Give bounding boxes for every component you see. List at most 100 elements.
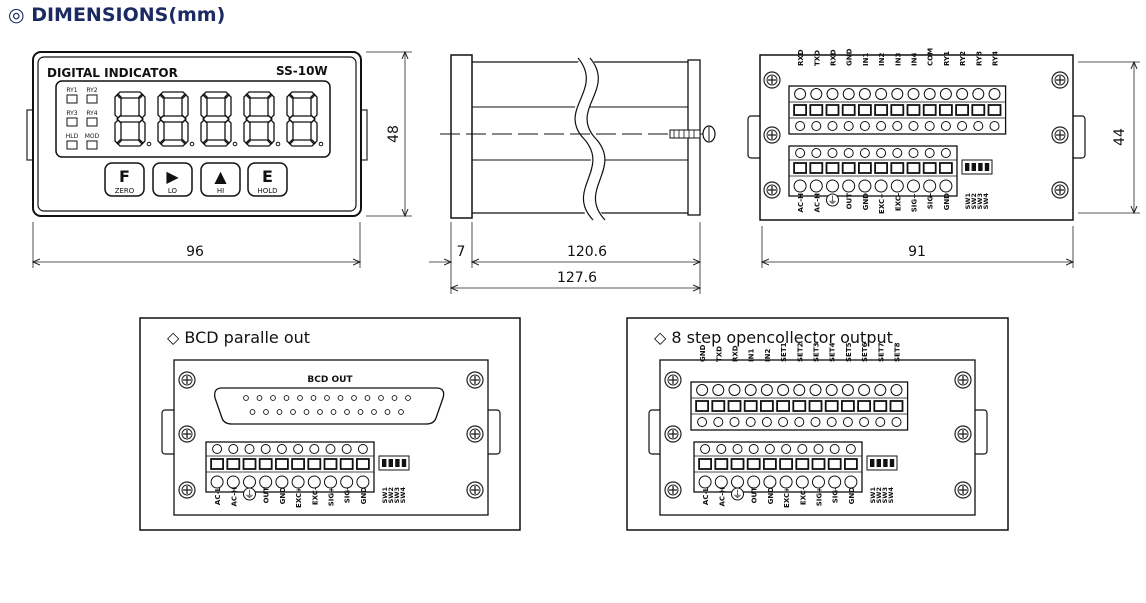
connector-pin — [263, 409, 269, 415]
terminal-screw — [908, 148, 919, 158]
bcd-connector-label: BCD OUT — [307, 375, 353, 385]
terminal-screw — [908, 121, 919, 131]
terminal-label: AC-H — [797, 193, 805, 213]
terminal-screw — [276, 444, 287, 454]
terminal-label: SIG- — [344, 487, 352, 503]
terminal-screw — [924, 148, 935, 158]
terminal-screw — [956, 88, 969, 100]
terminal-slot — [809, 162, 824, 174]
terminal-slot — [890, 104, 905, 116]
dip-switch-lever — [889, 459, 895, 467]
key-glyph: E — [262, 167, 273, 186]
terminal-screw — [826, 88, 839, 100]
terminal-label: GND — [767, 487, 775, 505]
terminal-screw — [828, 475, 842, 489]
terminal-screw — [891, 88, 904, 100]
terminal-screw — [826, 417, 837, 427]
terminal-screw — [779, 475, 793, 489]
connector-pin — [384, 409, 391, 415]
connector-pin — [344, 409, 350, 415]
key-hi-button[interactable]: ▲HI — [200, 162, 241, 197]
terminal-screw — [307, 475, 321, 489]
terminal-screw — [795, 121, 806, 131]
terminal-screw — [764, 444, 775, 454]
terminal-screw — [778, 417, 789, 427]
terminal-label: SIG+ — [328, 487, 336, 506]
terminal-screw — [777, 384, 790, 396]
terminal-slot — [307, 458, 322, 470]
led-label: RY2 — [86, 87, 97, 94]
terminal-label: SET7 — [877, 342, 885, 362]
terminal-screw — [714, 475, 728, 489]
terminal-label: IN1 — [862, 53, 870, 66]
dip-switch[interactable] — [866, 455, 898, 471]
terminal-slot — [889, 400, 904, 412]
terminal-screw — [696, 384, 709, 396]
terminal-slot — [695, 400, 709, 412]
terminal-slot — [808, 400, 823, 412]
terminal-label: SET3 — [813, 342, 821, 362]
dip-switch[interactable] — [961, 159, 993, 175]
terminal-screw — [729, 417, 740, 427]
terminal-slot — [776, 400, 790, 412]
terminal-label: GND — [360, 487, 368, 505]
terminal-label: EXC- — [311, 487, 319, 505]
terminal-label: SIG+ — [911, 193, 919, 212]
terminal-label: SIG- — [927, 193, 935, 209]
terminal-label: OUT — [846, 193, 854, 210]
terminal-slot — [874, 162, 888, 174]
switch-label: SW2 — [875, 487, 883, 503]
connector-pin — [303, 409, 310, 415]
led-indicator — [66, 117, 78, 127]
terminal-screw — [763, 475, 777, 489]
dip-switch-lever — [395, 459, 400, 467]
switch-label: SW3 — [976, 193, 984, 209]
terminal-slot — [939, 162, 953, 174]
terminal-screw — [713, 417, 724, 427]
terminal-slot — [795, 458, 810, 470]
rear-height-dim: 44 — [1112, 128, 1128, 146]
key-label: HOLD — [257, 187, 277, 195]
terminal-screw — [859, 121, 870, 131]
side-view: 7 120.6 127.6 — [429, 53, 716, 294]
terminal-screw — [859, 148, 870, 158]
terminal-screw — [212, 444, 223, 454]
terminal-screw — [827, 148, 838, 158]
terminal-screw — [244, 444, 255, 454]
terminal-label: AC-L — [702, 486, 710, 505]
connector-pin — [317, 409, 323, 415]
terminal-screw — [226, 475, 240, 489]
terminal-slot — [210, 458, 225, 470]
terminal-screw — [827, 121, 838, 131]
terminal-screw — [811, 148, 822, 158]
terminal-screw — [243, 475, 256, 489]
terminal-screw — [716, 444, 727, 454]
terminal-label: GND — [279, 487, 287, 505]
connector-pin — [330, 409, 337, 415]
connector-pin — [337, 395, 344, 401]
terminal-label: SET4 — [829, 342, 837, 362]
terminal-screw — [275, 475, 289, 489]
terminal-label: GND — [943, 193, 951, 211]
key-lo-button[interactable]: ▶LO — [152, 162, 193, 197]
connector-pin — [310, 395, 317, 401]
terminal-screw — [340, 475, 354, 489]
terminal-label: AC-H — [813, 193, 821, 213]
terminal-screw — [794, 88, 807, 100]
terminal-label: GND — [846, 48, 854, 66]
terminal-slot — [727, 400, 742, 412]
terminal-slot — [841, 162, 856, 174]
terminal-screw — [841, 384, 854, 396]
terminal-label: SET6 — [861, 342, 869, 362]
terminal-screw — [892, 121, 903, 131]
dip-switch-lever — [382, 459, 387, 467]
terminal-slot — [858, 162, 872, 174]
terminal-screw — [876, 121, 887, 131]
dip-switch[interactable] — [378, 455, 410, 471]
terminal-screw — [811, 121, 822, 131]
bcd-caption: ◇ BCD paralle out — [167, 328, 310, 347]
led-label: HLD — [66, 133, 79, 140]
